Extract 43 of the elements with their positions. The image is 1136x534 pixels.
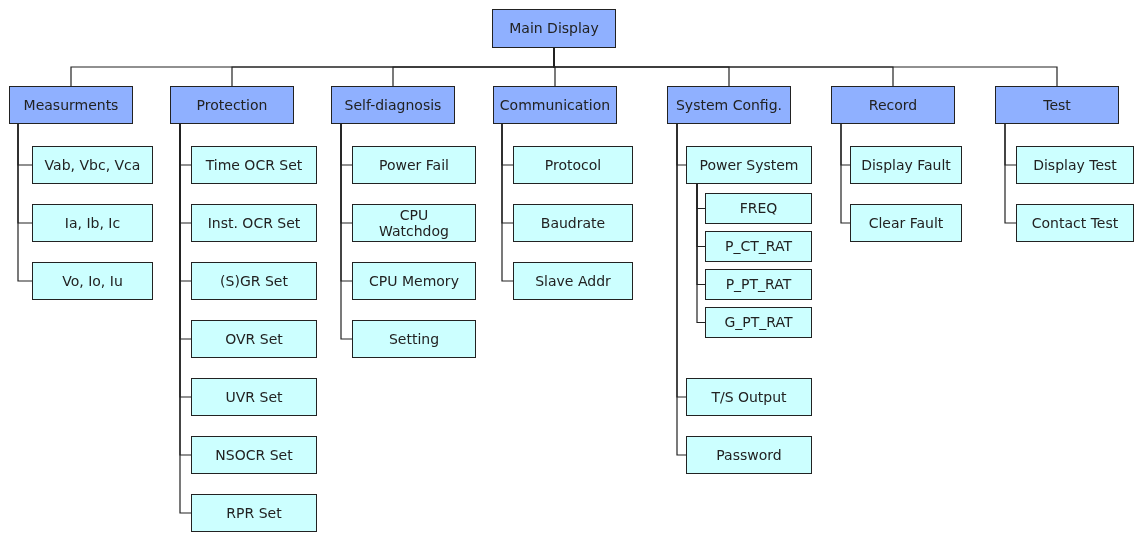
connector-line — [17, 123, 33, 282]
connector-line — [676, 123, 687, 456]
connector-line — [501, 123, 514, 282]
menu-item-box: Contact Test — [1016, 204, 1134, 242]
menu-item-box: G_PT_RAT — [705, 307, 812, 338]
connector-line — [1004, 123, 1017, 224]
menu-item-box: Display Fault — [850, 146, 962, 184]
menu-item-box: Power System — [686, 146, 812, 184]
menu-header-box: Record — [831, 86, 955, 124]
menu-item-box: Clear Fault — [850, 204, 962, 242]
menu-item-box: CPU Watchdog — [352, 204, 476, 242]
menu-item-box: UVR Set — [191, 378, 317, 416]
menu-item-box: Vo, Io, Iu — [32, 262, 153, 300]
menu-header-box: Measurments — [9, 86, 133, 124]
menu-item-box: Display Test — [1016, 146, 1134, 184]
menu-item-box: Vab, Vbc, Vca — [32, 146, 153, 184]
menu-item-box: Setting — [352, 320, 476, 358]
connector-line — [840, 123, 851, 224]
menu-item-box: RPR Set — [191, 494, 317, 532]
menu-item-box: NSOCR Set — [191, 436, 317, 474]
menu-item-box: Inst. OCR Set — [191, 204, 317, 242]
menu-item-box: Password — [686, 436, 812, 474]
menu-header-box: Protection — [170, 86, 294, 124]
menu-item-box: Ia, Ib, Ic — [32, 204, 153, 242]
menu-header-box: Main Display — [492, 9, 616, 48]
menu-item-box: Power Fail — [352, 146, 476, 184]
menu-header-box: Communication — [493, 86, 617, 124]
menu-item-box: T/S Output — [686, 378, 812, 416]
menu-item-box: P_CT_RAT — [705, 231, 812, 262]
menu-item-box: Protocol — [513, 146, 633, 184]
menu-item-box: P_PT_RAT — [705, 269, 812, 300]
connector-line — [696, 183, 706, 324]
menu-item-box: Time OCR Set — [191, 146, 317, 184]
menu-item-box: CPU Memory — [352, 262, 476, 300]
menu-item-box: (S)GR Set — [191, 262, 317, 300]
menu-item-box: Baudrate — [513, 204, 633, 242]
menu-header-box: Test — [995, 86, 1119, 124]
menu-item-box: OVR Set — [191, 320, 317, 358]
menu-item-box: Slave Addr — [513, 262, 633, 300]
connector-line — [340, 123, 353, 340]
menu-header-box: System Config. — [667, 86, 791, 124]
menu-item-box: FREQ — [705, 193, 812, 224]
menu-header-box: Self-diagnosis — [331, 86, 455, 124]
